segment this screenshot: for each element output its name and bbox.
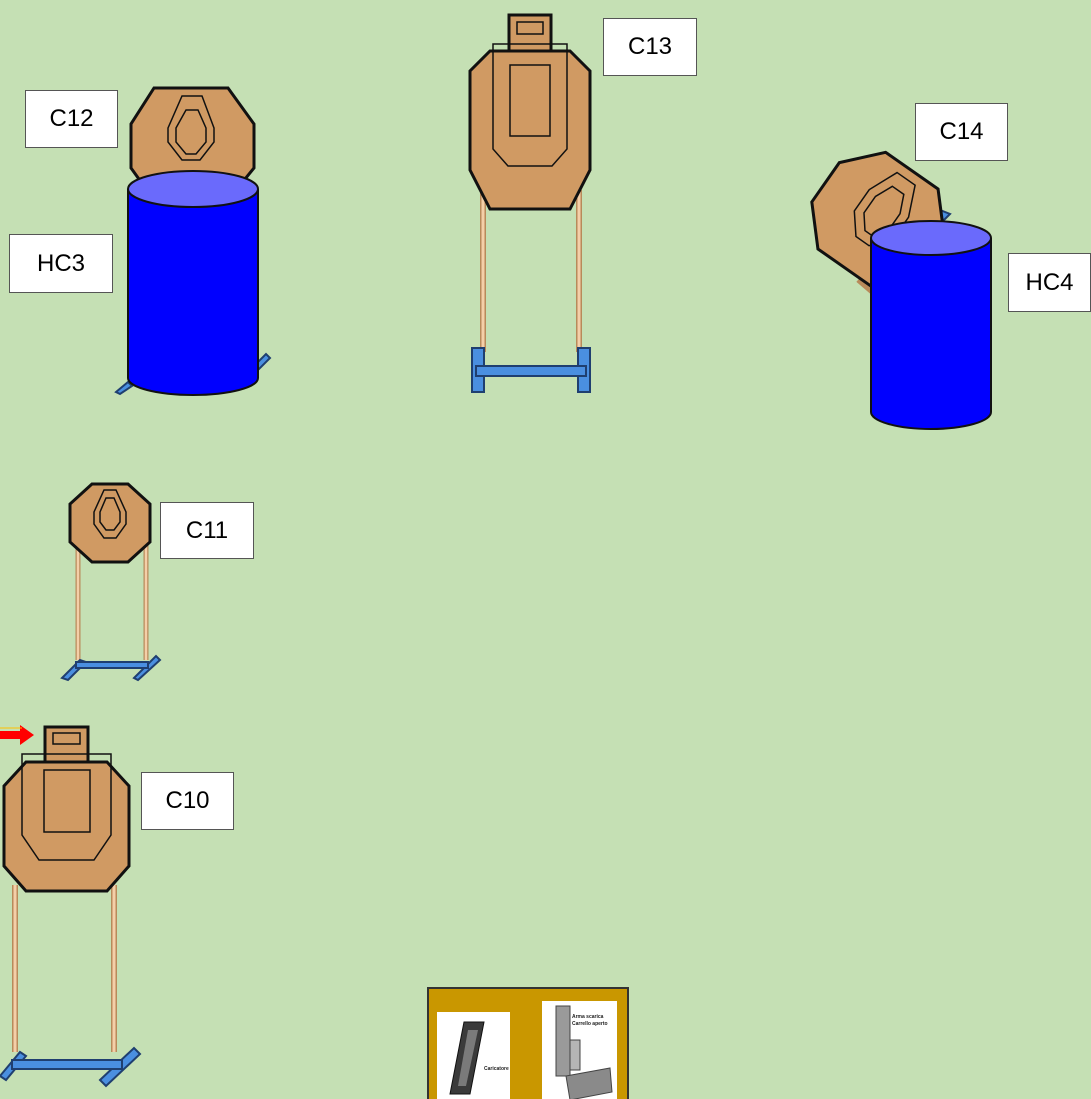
- barrel-hc4: [870, 220, 992, 430]
- stand-c11: [60, 536, 162, 682]
- pistol-caption-line1: Arma scarica: [572, 1014, 604, 1020]
- target-c13-group: [468, 13, 592, 393]
- magazine-icon: Caricatore: [437, 1012, 510, 1099]
- target-c13: [468, 13, 592, 211]
- target-c11-group: [60, 482, 162, 682]
- barrel-hc3: [127, 170, 259, 396]
- label-c12: C12: [25, 90, 118, 148]
- target-c10: [2, 725, 131, 893]
- target-c12-group: [114, 86, 272, 396]
- label-c11: C11: [160, 502, 254, 559]
- stand-c10: [0, 885, 142, 1088]
- label-c10: C10: [141, 772, 234, 830]
- label-c13: C13: [603, 18, 697, 76]
- pistol-caption-line2: Carrello aperto: [572, 1021, 608, 1027]
- pistol-icon: Arma scarica Carrello aperto: [542, 1001, 617, 1099]
- target-c10-group: [0, 725, 142, 1088]
- label-c14: C14: [915, 103, 1008, 161]
- target-c14-group: [810, 150, 992, 430]
- magazine-caption: Caricatore: [484, 1066, 509, 1072]
- start-table: Caricatore Arma scarica Carrello aperto: [427, 987, 629, 1099]
- label-hc3: HC3: [9, 234, 113, 293]
- label-hc4: HC4: [1008, 253, 1091, 312]
- stand-c13: [471, 190, 591, 393]
- arrow-right-icon: [0, 725, 34, 745]
- target-c11: [68, 482, 152, 564]
